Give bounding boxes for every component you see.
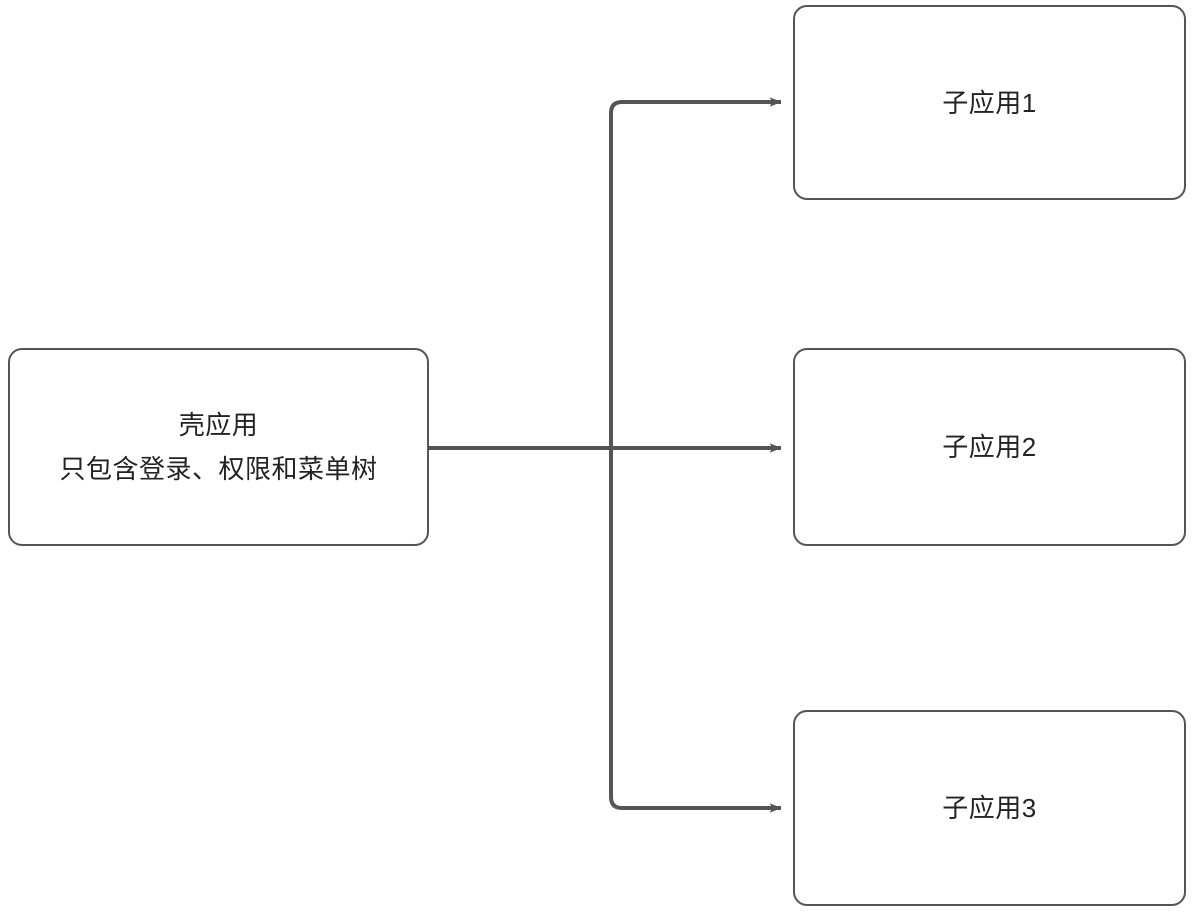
edge-shell-to-sub1 bbox=[609, 97, 782, 448]
shell-application-subtitle: 只包含登录、权限和菜单树 bbox=[59, 454, 378, 484]
edge-shell-to-sub3 bbox=[609, 448, 782, 813]
sub-application-2-node[interactable]: 子应用2 bbox=[793, 348, 1186, 546]
sub-application-1-label: 子应用1 bbox=[942, 87, 1037, 118]
sub-application-2-label: 子应用2 bbox=[942, 432, 1037, 462]
sub-application-3-label: 子应用3 bbox=[942, 793, 1037, 823]
shell-application-node[interactable]: 壳应用 只包含登录、权限和菜单树 bbox=[8, 348, 429, 546]
shell-application-title: 壳应用 bbox=[178, 410, 259, 440]
sub-application-1-node[interactable]: 子应用1 bbox=[793, 5, 1186, 200]
sub-application-3-node[interactable]: 子应用3 bbox=[793, 710, 1186, 906]
